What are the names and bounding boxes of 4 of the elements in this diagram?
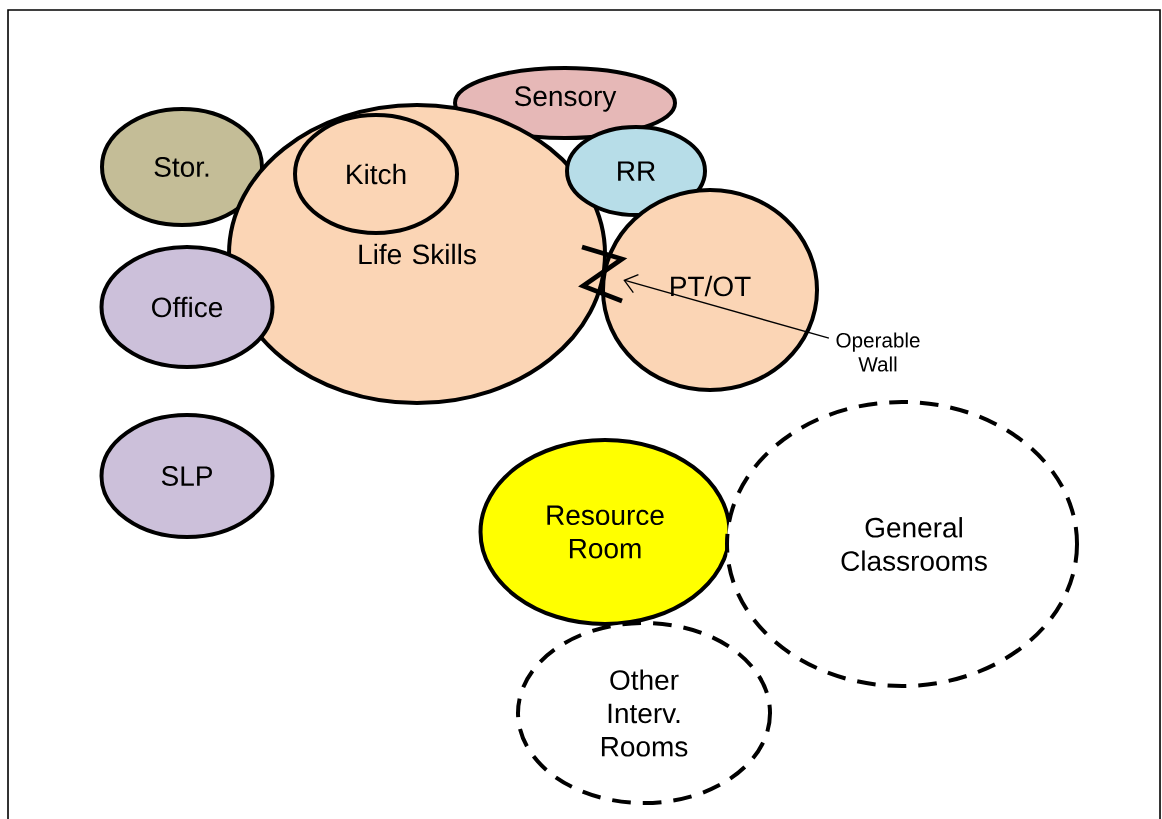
- node-label: Other Interv. Rooms: [601, 669, 688, 757]
- operable-wall-symbol: [578, 244, 628, 304]
- leader-arrow: [623, 273, 830, 339]
- callout-text: Operable Wall: [836, 332, 920, 372]
